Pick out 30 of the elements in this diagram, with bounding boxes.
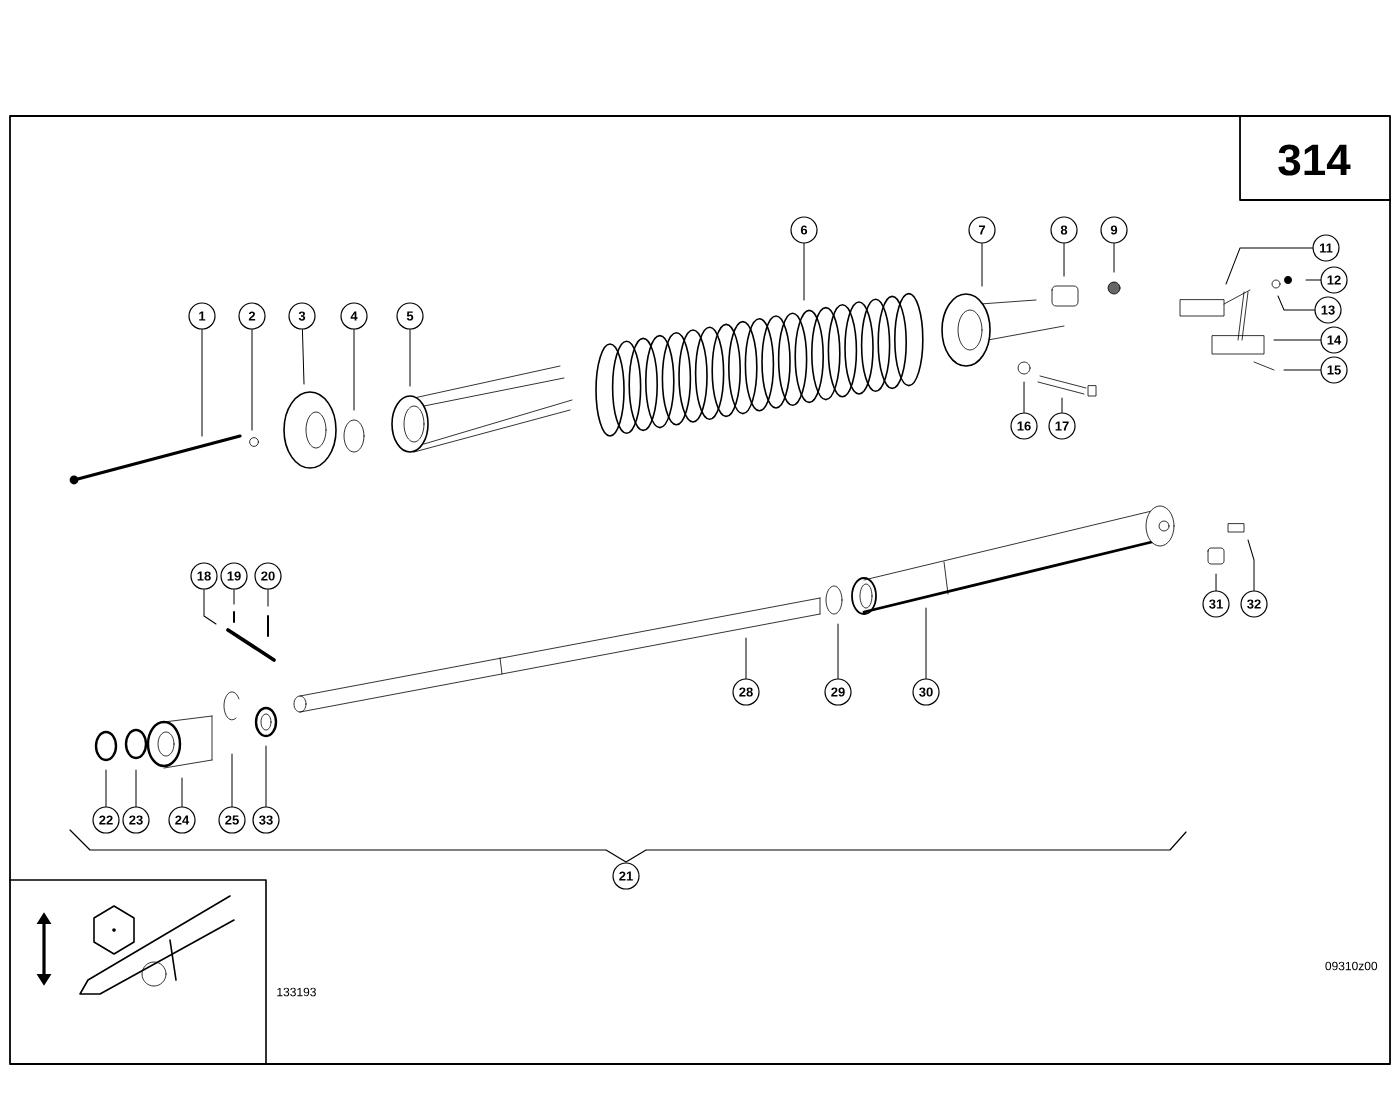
leader-line [1113,242,1115,273]
leader-line [1305,279,1322,281]
leader-line [301,328,305,385]
leader-line [353,328,355,411]
leader-line [745,637,747,680]
leader-line [265,745,267,808]
leader-line [803,242,805,301]
leader-line [925,607,927,680]
leader-line [409,328,411,387]
leader-line [105,769,107,808]
leader-line [1273,339,1322,341]
leader-line [981,242,983,287]
leader-line [201,328,203,437]
leader-line [1277,295,1316,311]
leader-line [231,753,233,808]
leader-line [135,769,137,808]
leader-line [1283,369,1322,371]
leader-line [1225,247,1314,285]
leader-line [1063,242,1065,277]
leader-line [1215,573,1217,592]
page-number: 314 [1278,144,1351,176]
leader-line [267,588,269,607]
leader-line [1247,539,1255,592]
leader-line [251,328,253,431]
leader-line [203,588,217,625]
leader-line [1023,381,1025,414]
leader-line [233,588,235,605]
leader-line [837,623,839,680]
leader-line [181,777,183,808]
leader-line [1061,397,1063,414]
